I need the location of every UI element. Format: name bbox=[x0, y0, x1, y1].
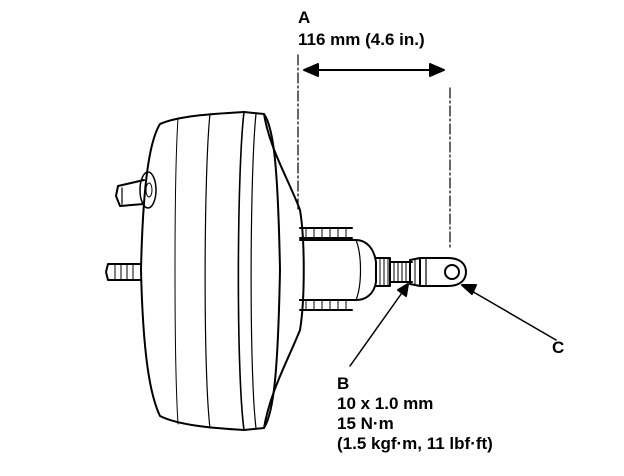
mounting-stud-left bbox=[105, 263, 142, 281]
callout-a-letter: A bbox=[298, 8, 311, 27]
callout-b-letter: B bbox=[337, 374, 350, 393]
leader-b bbox=[349, 283, 409, 367]
callout-b-torque-nm: 15 N·m bbox=[337, 414, 394, 433]
pushrod bbox=[375, 257, 413, 287]
callout-b-torque-imperial: (1.5 kgf·m, 11 lbf·ft) bbox=[337, 434, 493, 453]
callout-b-thread-size: 10 x 1.0 mm bbox=[337, 394, 434, 413]
rear-shell bbox=[140, 111, 245, 431]
callout-a-measurement: 116 mm (4.6 in.) bbox=[298, 30, 425, 49]
dimension-a bbox=[297, 54, 451, 249]
callout-c-letter: C bbox=[552, 338, 565, 357]
pushrod-housing bbox=[299, 239, 377, 301]
vacuum-nipple bbox=[115, 171, 157, 209]
clevis bbox=[419, 257, 467, 287]
front-shell bbox=[237, 111, 305, 431]
leader-c bbox=[461, 284, 557, 341]
